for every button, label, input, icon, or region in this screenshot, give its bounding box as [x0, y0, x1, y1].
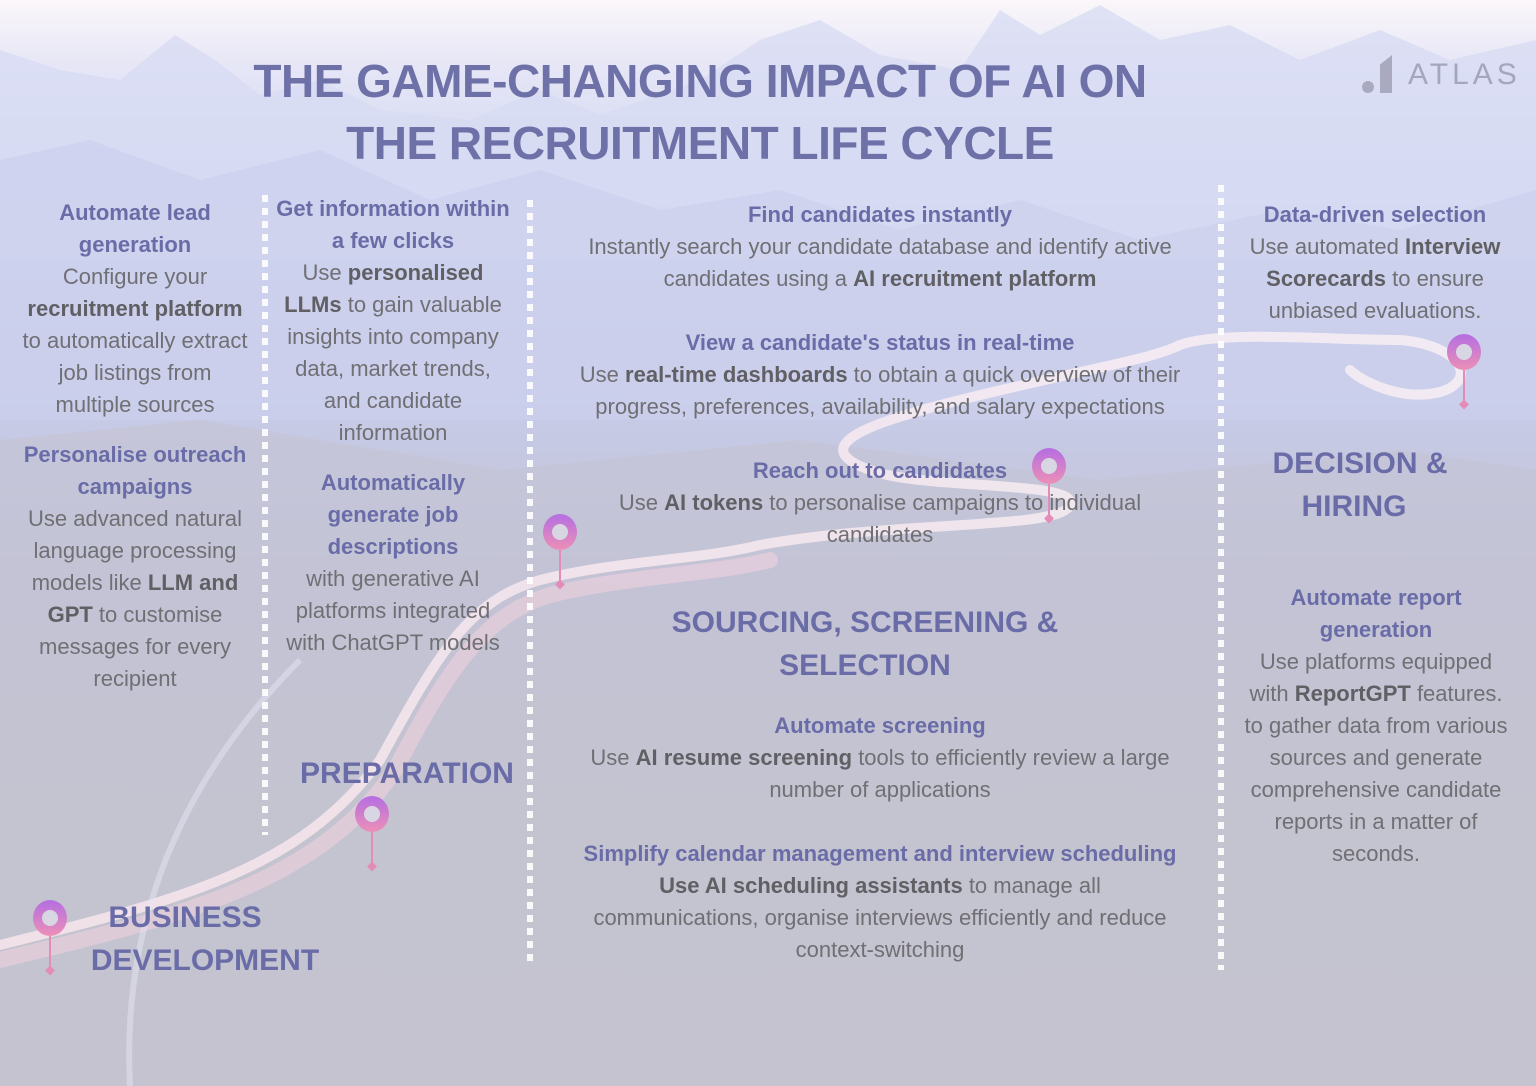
tip-card: Automate screening Use AI resume screeni…	[550, 710, 1210, 806]
tip-body: Use AI tokens to personalise campaigns t…	[618, 490, 1142, 547]
tip-body: Use real-time dashboards to obtain a qui…	[579, 362, 1181, 419]
atlas-logo: ATLAS	[1362, 52, 1522, 98]
map-pin-icon	[1032, 448, 1066, 524]
tip-body: Configure your recruitment platform to a…	[22, 264, 248, 417]
tip-card: Find candidates instantly Instantly sear…	[550, 199, 1210, 295]
map-pin-icon	[1447, 334, 1481, 410]
stage-label-decision: DECISION & HIRING	[1272, 447, 1448, 523]
tip-card: Automate report generation Use platforms…	[1240, 582, 1512, 870]
logo-text: ATLAS	[1408, 58, 1521, 91]
tip-heading: Get information within a few clicks	[276, 196, 510, 253]
tip-body: Use automated Interview Scorecards to en…	[1249, 234, 1501, 323]
tip-card: Get information within a few clicks Use …	[274, 193, 512, 449]
map-pin-icon	[33, 900, 67, 976]
tip-heading: Data-driven selection	[1263, 202, 1487, 227]
map-pin-icon	[543, 514, 577, 590]
tip-card: Automatically generate job descriptions …	[274, 467, 512, 659]
tip-body: with generative AI platforms integrated …	[286, 566, 500, 655]
tip-heading: View a candidate's status in real-time	[685, 330, 1075, 355]
tip-heading: Simplify calendar management and intervi…	[583, 841, 1177, 866]
tip-body: Use platforms equipped with ReportGPT fe…	[1244, 649, 1508, 866]
tip-card: Simplify calendar management and intervi…	[550, 838, 1210, 966]
business-development-column: Automate lead generation Configure your …	[22, 197, 248, 713]
tip-heading: Automate report generation	[1290, 585, 1462, 642]
map-pin-icon	[355, 796, 389, 872]
tip-heading: Personalise outreach campaigns	[23, 442, 247, 499]
tip-body: Use AI resume screening tools to efficie…	[590, 745, 1170, 802]
sourcing-column-lower: Automate screening Use AI resume screeni…	[550, 710, 1210, 984]
preparation-column: Get information within a few clicks Use …	[274, 193, 512, 677]
sourcing-column: Find candidates instantly Instantly sear…	[550, 199, 1210, 569]
tip-card: Automate lead generation Configure your …	[22, 197, 248, 421]
atlas-logo-icon	[1362, 55, 1398, 95]
page-title: THE GAME-CHANGING IMPACT OF AI ON THE RE…	[253, 55, 1147, 169]
tip-heading: Find candidates instantly	[747, 202, 1013, 227]
tip-heading: Automate screening	[774, 713, 986, 738]
column-divider	[262, 195, 268, 835]
tip-heading: Reach out to candidates	[752, 458, 1008, 483]
tip-body: Instantly search your candidate database…	[588, 234, 1172, 291]
tip-body: Use AI scheduling assistants to manage a…	[593, 873, 1167, 962]
column-divider	[527, 200, 533, 965]
tip-body: Use advanced natural language processing…	[27, 506, 243, 691]
stage-label-preparation: PREPARATION	[300, 757, 514, 790]
stage-label-sourcing: SOURCING, SCREENING & SELECTION	[671, 606, 1059, 682]
decision-column: Data-driven selection Use automated Inte…	[1232, 199, 1518, 345]
tip-card: Data-driven selection Use automated Inte…	[1232, 199, 1518, 327]
tip-heading: Automatically generate job descriptions	[320, 470, 466, 559]
tip-body: Use personalised LLMs to gain valuable i…	[284, 260, 502, 445]
tip-card: View a candidate's status in real-time U…	[550, 327, 1210, 423]
column-divider	[1218, 185, 1224, 970]
decision-column-lower: Automate report generation Use platforms…	[1240, 582, 1512, 888]
tip-card: Reach out to candidates Use AI tokens to…	[550, 455, 1210, 551]
tip-heading: Automate lead generation	[59, 200, 211, 257]
tip-card: Personalise outreach campaigns Use advan…	[22, 439, 248, 695]
stage-label-business-development: BUSINESS DEVELOPMENT	[90, 901, 320, 977]
